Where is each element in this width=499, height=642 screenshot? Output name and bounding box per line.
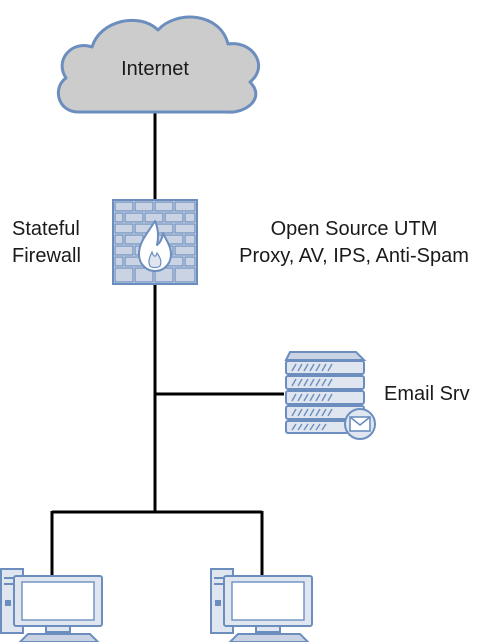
workstation-2-icon <box>210 568 313 642</box>
email-server-label: Email Srv <box>384 383 470 405</box>
firewall-type-label-line1: Stateful <box>12 218 80 240</box>
internet-label: Internet <box>121 58 189 80</box>
connection-lines <box>50 112 284 576</box>
internet-cloud-icon <box>56 15 261 114</box>
firewall-icon <box>112 199 198 285</box>
email-server-icon <box>284 351 376 440</box>
utm-label-line1: Open Source UTM <box>270 218 438 240</box>
flame-icon <box>138 220 172 272</box>
utm-label-line2: Proxy, AV, IPS, Anti-Spam <box>239 245 469 267</box>
firewall-type-label-line2: Firewall <box>12 245 81 267</box>
envelope-icon <box>344 408 376 440</box>
workstation-1-icon <box>0 568 103 642</box>
